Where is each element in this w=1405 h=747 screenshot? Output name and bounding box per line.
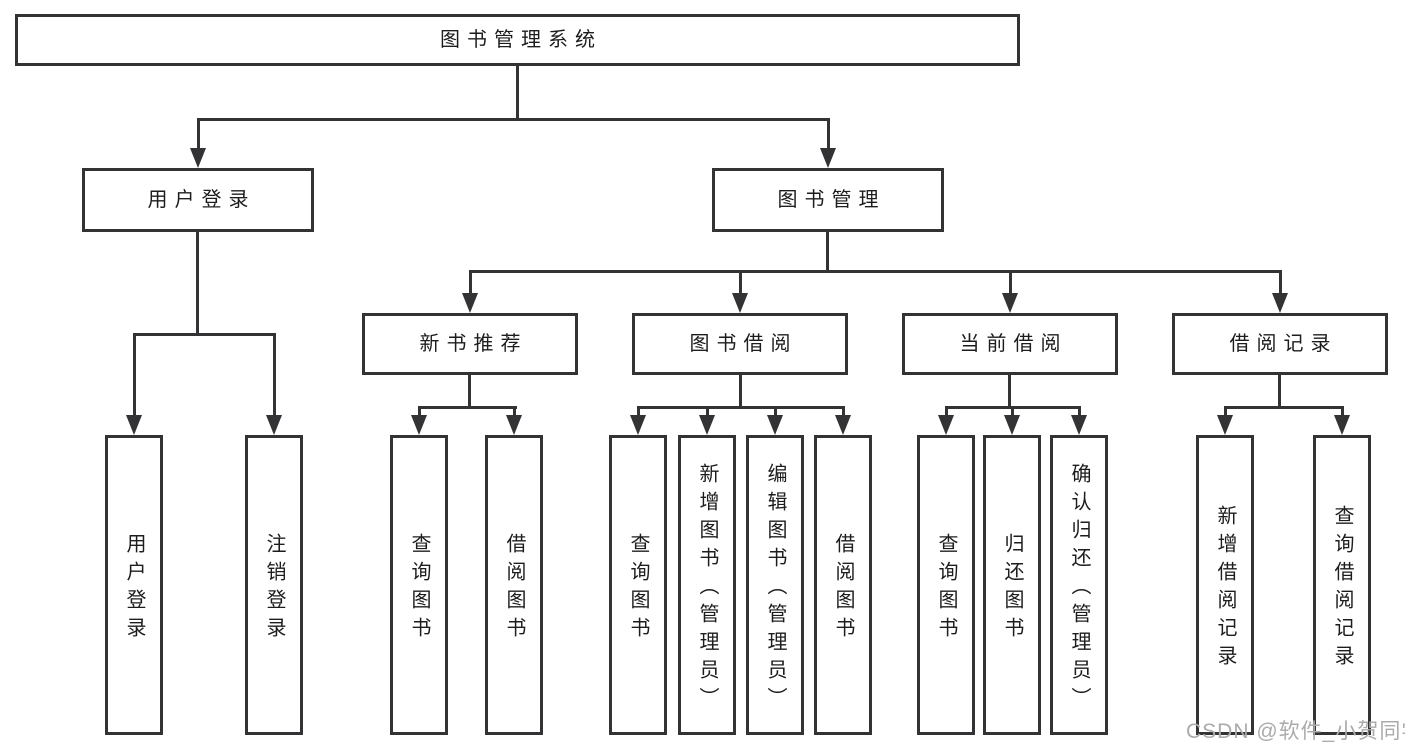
- connector-arrow-line: [774, 406, 777, 418]
- node-query-books-borrowing: 查询图书: [609, 435, 667, 735]
- watermark: CSDN @软件_小贺同学: [1186, 720, 1405, 743]
- node-label: 查询图书: [935, 533, 957, 645]
- connector-stub: [1008, 375, 1011, 408]
- node-label: 查询图书: [408, 533, 430, 645]
- connector-branch: [469, 270, 1282, 273]
- connector-stub: [826, 232, 829, 273]
- connector-arrow-line: [739, 270, 742, 296]
- node-label: 确认归还（管理员）: [1068, 463, 1090, 715]
- node-label: 图书借阅: [689, 333, 798, 355]
- arrow-down-icon: [506, 415, 522, 435]
- node-return-books: 归还图书: [983, 435, 1041, 735]
- arrow-down-icon: [1004, 415, 1020, 435]
- arrow-down-icon: [126, 415, 142, 435]
- connector-arrow-line: [513, 406, 516, 418]
- node-label: 新增图书（管理员）: [696, 463, 718, 715]
- node-label: 编辑图书（管理员）: [764, 463, 786, 715]
- connector-arrow-line: [1011, 406, 1014, 418]
- connector-arrow-line: [197, 118, 200, 151]
- node-add-borrow-record: 新增借阅记录: [1196, 435, 1254, 735]
- connector-arrow-line: [1224, 406, 1227, 418]
- connector-arrow-line: [1009, 270, 1012, 296]
- connector-arrow-line: [842, 406, 845, 418]
- connector-arrow-line: [1341, 406, 1344, 418]
- arrow-down-icon: [732, 293, 748, 313]
- arrow-down-icon: [462, 293, 478, 313]
- node-label: 当前借阅: [959, 333, 1068, 355]
- connector-arrow-line: [637, 406, 640, 418]
- node-label: 注销登录: [263, 533, 285, 645]
- node-logout: 注销登录: [245, 435, 303, 735]
- node-user-login-leaf: 用户登录: [105, 435, 163, 735]
- node-label: 借阅图书: [832, 533, 854, 645]
- connector-arrow-line: [945, 406, 948, 418]
- node-label: 借阅图书: [503, 533, 525, 645]
- arrow-down-icon: [1217, 415, 1233, 435]
- connector-branch: [637, 406, 845, 409]
- node-label: 新书推荐: [419, 333, 528, 355]
- node-add-books-admin: 新增图书（管理员）: [678, 435, 736, 735]
- connector-branch: [418, 406, 517, 409]
- arrow-down-icon: [266, 415, 282, 435]
- arrow-down-icon: [411, 415, 427, 435]
- connector-stub: [516, 63, 519, 120]
- connector-stub: [196, 232, 199, 336]
- node-borrowing-records: 借阅记录: [1172, 313, 1388, 375]
- connector-arrow-line: [706, 406, 709, 418]
- node-book-management-system: 图书管理系统: [15, 14, 1020, 66]
- node-label: 图书管理: [777, 189, 886, 211]
- node-label: 图书管理系统: [440, 29, 602, 51]
- node-user-login: 用户登录: [82, 168, 314, 232]
- arrow-down-icon: [630, 415, 646, 435]
- connector-arrow-line: [827, 118, 830, 151]
- arrow-down-icon: [1272, 293, 1288, 313]
- arrow-down-icon: [1002, 293, 1018, 313]
- node-label: 查询图书: [627, 533, 649, 645]
- arrow-down-icon: [699, 415, 715, 435]
- arrow-down-icon: [1334, 415, 1350, 435]
- arrow-down-icon: [938, 415, 954, 435]
- node-book-management: 图书管理: [712, 168, 944, 232]
- connector-branch: [1224, 406, 1344, 409]
- connector-arrow-line: [273, 333, 276, 418]
- node-label: 用户登录: [147, 189, 256, 211]
- node-label: 借阅记录: [1229, 333, 1338, 355]
- node-borrow-books: 借阅图书: [814, 435, 872, 735]
- arrow-down-icon: [1071, 415, 1087, 435]
- node-label: 归还图书: [1001, 533, 1023, 645]
- connector-arrow-line: [133, 333, 136, 418]
- node-borrow-books-recommend: 借阅图书: [485, 435, 543, 735]
- node-edit-books-admin: 编辑图书（管理员）: [746, 435, 804, 735]
- connector-arrow-line: [469, 270, 472, 296]
- node-label: 新增借阅记录: [1214, 505, 1236, 673]
- connector-stub: [468, 375, 471, 408]
- arrow-down-icon: [767, 415, 783, 435]
- connector-branch: [197, 118, 830, 121]
- node-query-books-recommend: 查询图书: [390, 435, 448, 735]
- node-new-book-recommend: 新书推荐: [362, 313, 578, 375]
- node-current-borrowing: 当前借阅: [902, 313, 1118, 375]
- connector-arrow-line: [418, 406, 421, 418]
- arrow-down-icon: [835, 415, 851, 435]
- arrow-down-icon: [820, 148, 836, 168]
- node-label: 用户登录: [123, 533, 145, 645]
- arrow-down-icon: [190, 148, 206, 168]
- node-label: 查询借阅记录: [1331, 505, 1353, 673]
- connector-stub: [1278, 375, 1281, 408]
- connector-arrow-line: [1078, 406, 1081, 418]
- node-book-borrowing: 图书借阅: [632, 313, 848, 375]
- node-confirm-return-admin: 确认归还（管理员）: [1050, 435, 1108, 735]
- node-query-books-current: 查询图书: [917, 435, 975, 735]
- connector-stub: [739, 375, 742, 408]
- node-query-borrow-record: 查询借阅记录: [1313, 435, 1371, 735]
- connector-branch: [133, 333, 276, 336]
- connector-arrow-line: [1279, 270, 1282, 296]
